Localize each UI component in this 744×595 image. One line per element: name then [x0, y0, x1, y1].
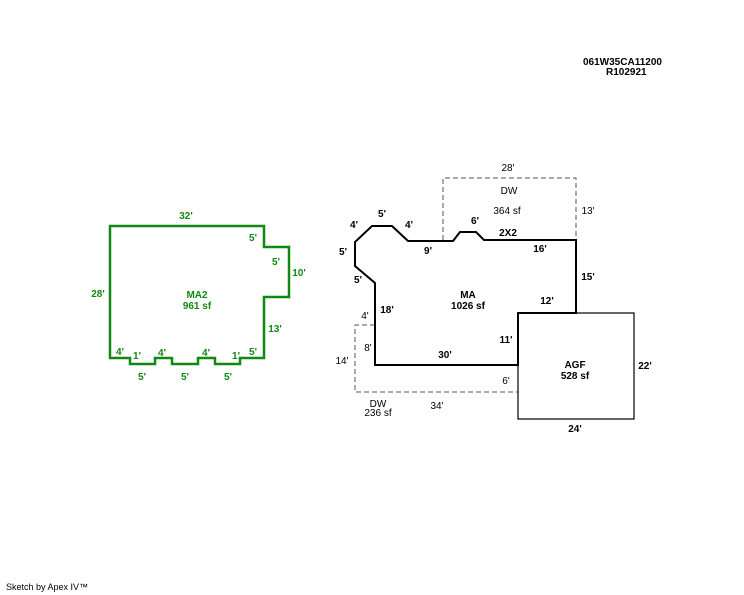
dw-bottom-dim-inner: 6' — [502, 376, 510, 387]
agf-area: 24' 22' AGF 528 sf — [517, 312, 652, 435]
ma-dim-15: 15' — [581, 272, 595, 283]
ma-dim-5a: 5' — [378, 209, 386, 220]
ma-dim-18: 18' — [380, 305, 394, 316]
ma2-dim-b2: 1' — [133, 351, 141, 362]
ma-dim-11: 11' — [500, 335, 513, 346]
dw-top-outline — [442, 177, 577, 240]
agf-area-label: 528 sf — [561, 371, 590, 382]
ma-dim-2x2: 2X2 — [499, 228, 517, 239]
ma2-dim-lower-right: 13' — [268, 324, 282, 335]
ma2-outline — [108, 224, 291, 366]
dw-bottom-label: DW — [370, 399, 387, 410]
ma-dim-9: 9' — [424, 246, 432, 257]
ma2-dim-top: 32' — [179, 211, 193, 222]
ma-dim-4a: 4' — [350, 220, 358, 231]
ma-dim-5c: 5' — [354, 275, 362, 286]
ma2-dim-notch-top: 5' — [249, 233, 257, 244]
ma2-dim-right: 10' — [292, 268, 306, 279]
ma2-dim-b5: 1' — [232, 351, 240, 362]
dw-bottom-dim-width: 34' — [430, 401, 443, 412]
ma2-dim-left: 28' — [91, 289, 105, 300]
dw-bottom-area-label: 236 sf — [364, 408, 391, 419]
ma-dim-6: 6' — [471, 216, 479, 227]
agf-outline — [517, 312, 635, 420]
agf-dim-height: 22' — [638, 361, 652, 372]
dw-bottom-area: 4' 14' 34' 6' DW 236 sf — [335, 311, 518, 419]
ma-dim-4b: 4' — [405, 220, 413, 231]
sketch-credit: Sketch by Apex IV™ — [6, 582, 89, 592]
agf-dim-width: 24' — [568, 424, 582, 435]
parcel-id: 061W35CA11200 — [583, 57, 662, 68]
ma2-label: MA2 — [186, 290, 208, 301]
ma2-dim-b3: 4' — [158, 348, 166, 359]
dw-bottom-outline — [354, 324, 518, 393]
ma-outline — [354, 225, 577, 366]
ma-dim-30: 30' — [438, 350, 452, 361]
ma2-dim-b8: 5' — [181, 372, 189, 383]
dw-bottom-dim-small: 4' — [361, 311, 369, 322]
ma2-area: 32' 28' 5' 5' 10' 13' 4' 1' 4' 4' 1' 5' … — [91, 211, 306, 383]
ma2-dim-b7: 5' — [138, 372, 146, 383]
ma2-dim-b1: 4' — [116, 347, 124, 358]
ma-dim-12: 12' — [540, 296, 554, 307]
dw-top-dim-width: 28' — [501, 163, 514, 174]
ma2-area-label: 961 sf — [183, 301, 212, 312]
ma2-dim-b4: 4' — [202, 348, 210, 359]
ma-area-label: 1026 sf — [451, 301, 486, 312]
ma-dim-5b: 5' — [339, 247, 347, 258]
ma2-dim-b9: 5' — [224, 372, 232, 383]
agf-label: AGF — [564, 360, 585, 371]
ma-dim-16: 16' — [533, 244, 547, 255]
dw-top-area: 28' 13' DW 364 sf — [442, 163, 595, 240]
ma-dim-8: 8' — [364, 343, 372, 354]
ma2-dim-notch-side: 5' — [272, 257, 280, 268]
account-number: R102921 — [606, 67, 647, 78]
ma-label: MA — [460, 290, 476, 301]
dw-bottom-dim-height: 14' — [335, 356, 348, 367]
ma2-dim-b6: 5' — [249, 347, 257, 358]
ma-area: 4' 5' 4' 5' 5' 9' 6' 2X2 16' 15' 12' 18'… — [339, 209, 595, 366]
dw-top-dim-height: 13' — [581, 206, 594, 217]
dw-top-label: DW — [501, 186, 518, 197]
dw-top-area-label: 364 sf — [493, 206, 520, 217]
